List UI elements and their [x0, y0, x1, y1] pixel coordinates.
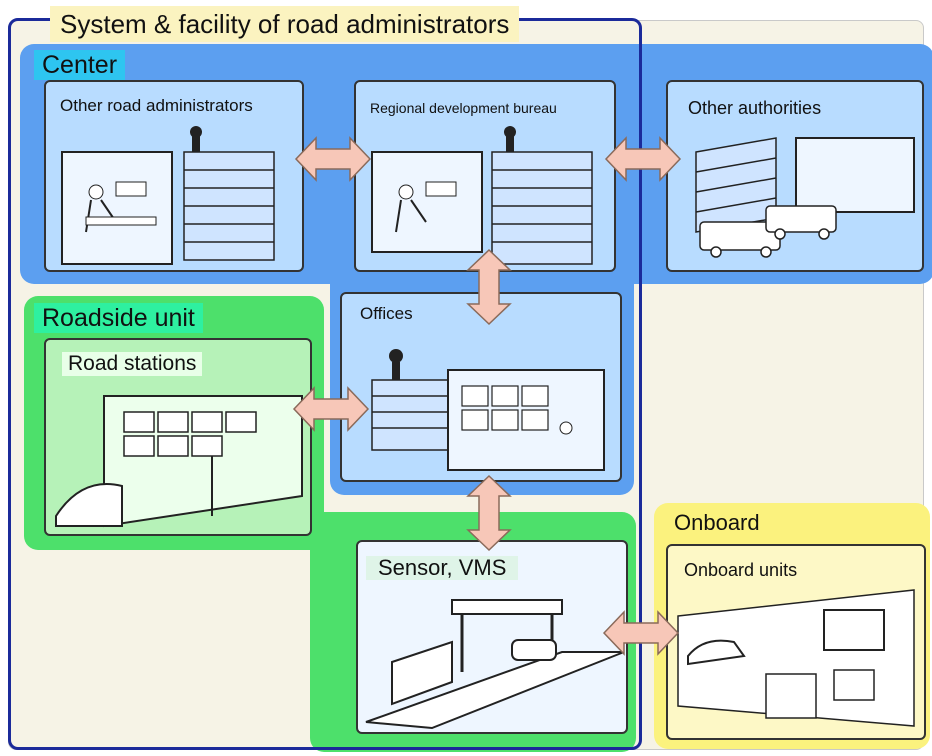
center-label: Center: [34, 50, 126, 80]
box-sensor-vms: Sensor, VMS: [356, 540, 628, 734]
arrow-bureau-authorities: [604, 136, 682, 182]
box-onboard-units: Onboard units: [666, 544, 926, 740]
box-label: Other authorities: [688, 98, 822, 118]
onboard-units-illustration: [677, 589, 915, 727]
box-road-stations: Road stations: [44, 338, 312, 536]
box-label: Offices: [360, 304, 413, 323]
box-label: Other road administrators: [60, 96, 253, 115]
offices-illustration: [371, 349, 605, 471]
box-regional-development-bureau: Regional development bureau: [354, 80, 616, 272]
road-station-illustration: [55, 395, 303, 528]
arrow-bureau-offices: [466, 248, 512, 326]
box-offices: Offices: [340, 292, 622, 482]
box-other-authorities: Other authorities: [666, 80, 924, 272]
office-building-illustration: [61, 126, 275, 265]
roadside-label: Roadside unit: [34, 303, 203, 333]
diagram-title: System & facility of road administrators: [50, 6, 520, 42]
arrow-roadstations-offices: [292, 386, 370, 432]
authorities-buses-illustration: [695, 137, 915, 258]
box-label: Sensor, VMS: [366, 556, 519, 580]
box-other-road-administrators: Other road administrators: [44, 80, 304, 272]
bureau-building-illustration: [371, 126, 593, 265]
arrow-admins-bureau: [294, 136, 372, 182]
arrow-offices-sensor: [466, 474, 512, 552]
box-label: Onboard units: [684, 560, 798, 580]
box-label: Regional development bureau: [370, 100, 557, 116]
onboard-label: Onboard: [674, 510, 760, 535]
box-label: Road stations: [62, 352, 203, 376]
sensor-gantry-illustration: [365, 599, 625, 730]
arrow-sensor-onboard: [602, 610, 680, 656]
